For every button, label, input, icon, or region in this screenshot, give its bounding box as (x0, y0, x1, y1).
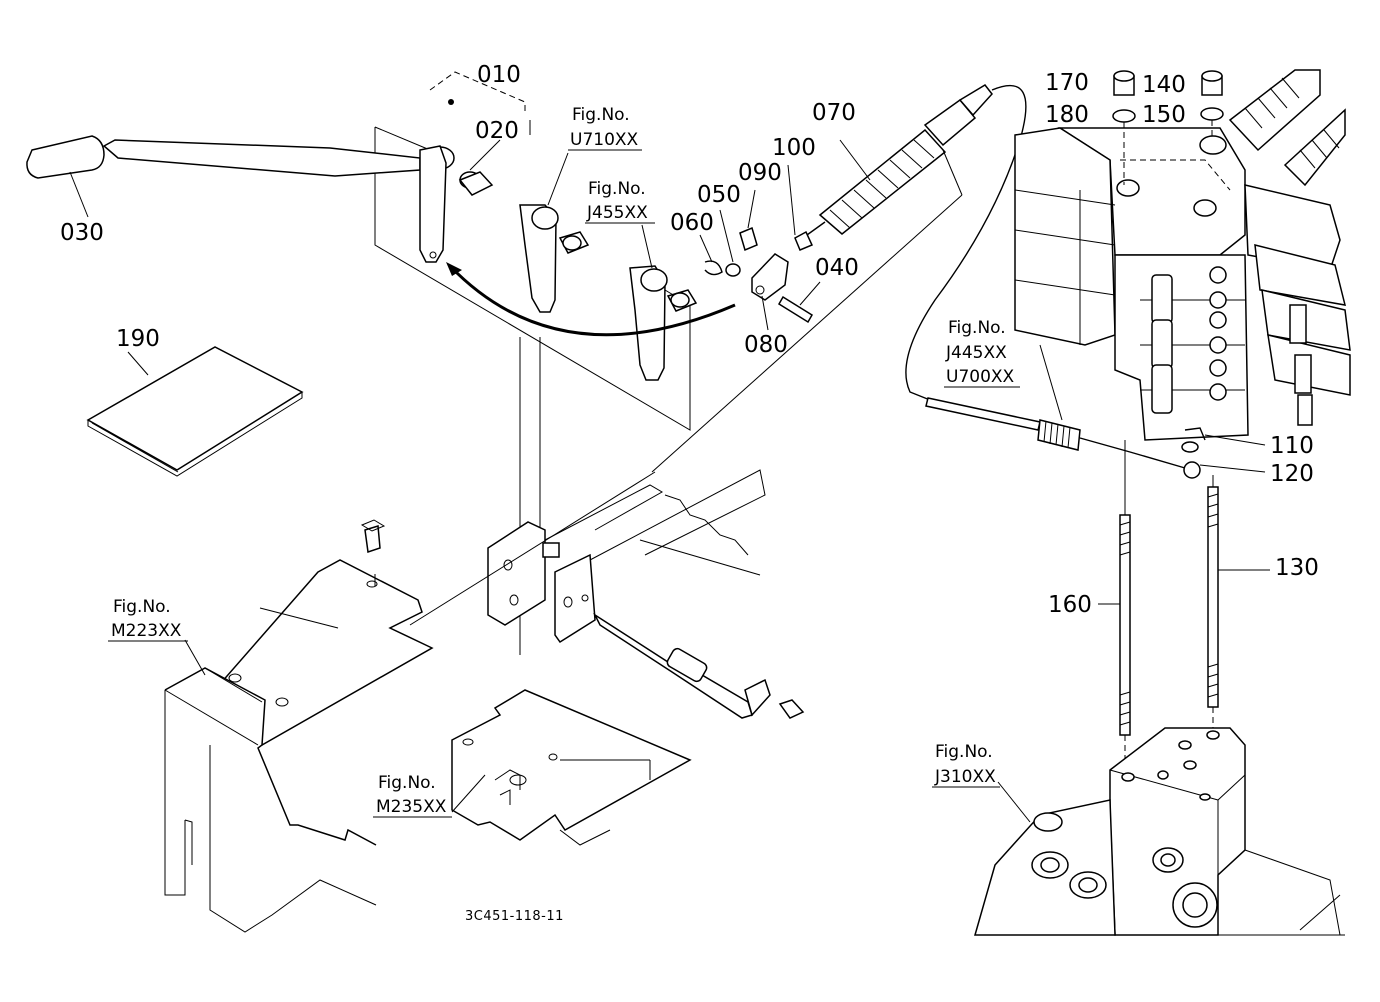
label-060: 060 (670, 210, 714, 236)
lever-assembly (26, 71, 736, 655)
fig-ref-j445-u700[interactable]: Fig.No. J445XX U700XX (944, 318, 1020, 388)
svg-text:Fig.No.: Fig.No. (588, 179, 646, 199)
label-110: 110 (1270, 433, 1314, 459)
svg-text:Fig.No.: Fig.No. (113, 597, 171, 617)
fig-ref-u710[interactable]: Fig.No. U710XX (568, 105, 642, 151)
lever-knob (26, 135, 105, 179)
control-valve (925, 69, 1351, 775)
fig-ref-j445-code[interactable]: J445XX (945, 343, 1007, 363)
label-050: 050 (697, 182, 741, 208)
label-190: 190 (116, 326, 160, 352)
label-080: 080 (744, 332, 788, 358)
label-170: 170 (1045, 70, 1089, 96)
drawing-code: 3C451-118-11 (465, 909, 564, 924)
label-040: 040 (815, 255, 859, 281)
label-150: 150 (1142, 102, 1186, 128)
label-100: 100 (772, 135, 816, 161)
label-140: 140 (1142, 72, 1186, 98)
fig-ref-j310-code[interactable]: J310XX (934, 767, 996, 787)
label-030: 030 (60, 220, 104, 246)
fig-ref-u700-code[interactable]: U700XX (946, 367, 1015, 387)
cable-assembly (651, 84, 1027, 473)
fig-ref-j310[interactable]: Fig.No. J310XX (932, 742, 1000, 788)
svg-text:Fig.No.: Fig.No. (572, 105, 630, 125)
label-090: 090 (738, 160, 782, 186)
fig-ref-j455-code[interactable]: J455XX (586, 203, 648, 223)
label-180: 180 (1045, 102, 1089, 128)
fig-ref-u710-code[interactable]: U710XX (570, 130, 639, 150)
lever-rod (102, 139, 421, 177)
fig-ref-m235-code[interactable]: M235XX (376, 797, 447, 817)
figure-references: Fig.No. U710XX Fig.No. J455XX Fig.No. J4… (108, 105, 1020, 818)
label-070: 070 (812, 100, 856, 126)
fig-ref-j455[interactable]: Fig.No. J455XX (585, 179, 655, 224)
motion-arrow (448, 264, 736, 337)
label-010: 010 (477, 62, 521, 88)
valve-body-lower (974, 727, 1345, 936)
label-120: 120 (1270, 461, 1314, 487)
label-020: 020 (475, 118, 519, 144)
fig-ref-m235[interactable]: Fig.No. M235XX (373, 773, 452, 818)
manual-book (86, 346, 304, 477)
label-130: 130 (1275, 555, 1319, 581)
svg-text:Fig.No.: Fig.No. (948, 318, 1006, 338)
fig-ref-m223-code[interactable]: M223XX (111, 621, 182, 641)
svg-text:Fig.No.: Fig.No. (378, 773, 436, 793)
frame-structure (164, 469, 805, 933)
part-labels: 010 020 030 040 050 060 070 080 090 100 … (60, 62, 1319, 618)
fig-ref-m223[interactable]: Fig.No. M223XX (108, 597, 188, 642)
svg-text:Fig.No.: Fig.No. (935, 742, 993, 762)
label-160: 160 (1048, 592, 1092, 618)
